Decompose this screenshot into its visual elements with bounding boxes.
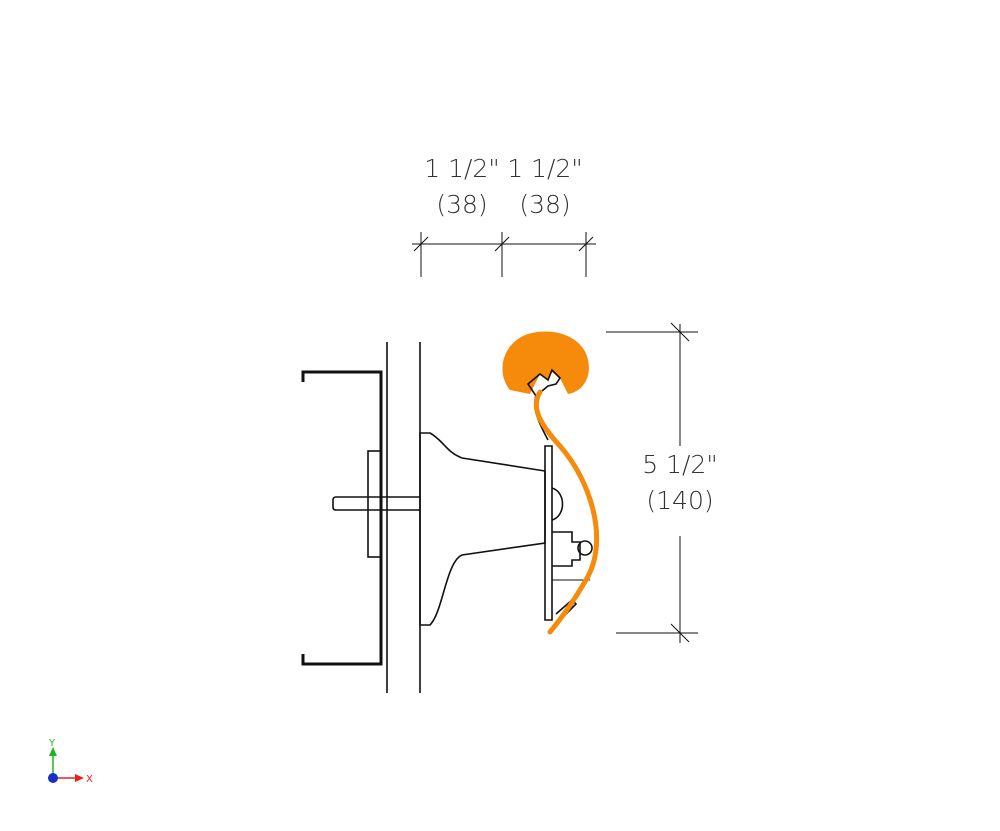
bolt bbox=[332, 496, 420, 511]
handrail-cover-bulb bbox=[502, 331, 589, 394]
left-width-imperial: 1 1/2" bbox=[424, 154, 500, 183]
mounting-screw-head bbox=[551, 487, 564, 521]
height-imperial: 5 1/2" bbox=[642, 450, 718, 479]
y-axis-arrow-icon bbox=[49, 747, 57, 756]
retainer-clip bbox=[552, 531, 581, 567]
handrail-cover-sweep bbox=[533, 389, 600, 635]
height-metric: (140) bbox=[646, 486, 713, 515]
rail-cover bbox=[502, 331, 600, 635]
height-dimension bbox=[606, 322, 698, 643]
axis-indicator: Y X bbox=[48, 738, 93, 785]
right-width-imperial: 1 1/2" bbox=[507, 154, 583, 183]
right-width-metric: (38) bbox=[519, 190, 570, 219]
x-axis-arrow-icon bbox=[75, 774, 84, 782]
wall-structure bbox=[301, 342, 421, 693]
fastener-assembly bbox=[332, 450, 420, 558]
blocking-plate bbox=[367, 450, 382, 558]
wall-bracket bbox=[419, 432, 546, 626]
left-width-metric: (38) bbox=[436, 190, 487, 219]
y-axis-label: Y bbox=[48, 738, 56, 749]
origin-icon bbox=[48, 773, 58, 783]
x-axis-label: X bbox=[86, 774, 93, 785]
clip-pin bbox=[577, 540, 593, 556]
width-dimension bbox=[412, 232, 596, 277]
steel-stud bbox=[301, 370, 383, 666]
